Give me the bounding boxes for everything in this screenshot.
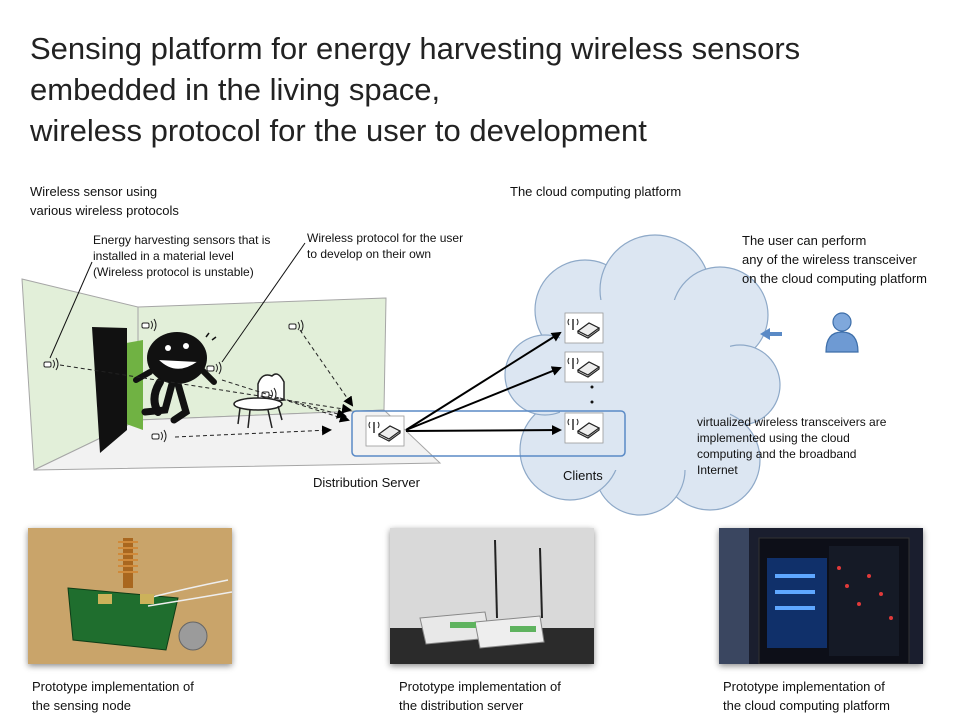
photo-distribution-server (390, 528, 594, 664)
label-wireless-protocol-user: Wireless protocol for the user to develo… (307, 231, 464, 261)
label-user-can-perform: The user can perform any of the wireless… (742, 233, 927, 286)
ellipsis-dots (590, 385, 594, 404)
caption-distribution-server: Prototype implementation of the distribu… (399, 679, 561, 713)
callout-line-wireless-protocol (221, 242, 306, 363)
label-distribution-server: Distribution Server (313, 475, 420, 490)
living-space-room (21, 278, 442, 471)
title-line-1: Sensing platform for energy harvesting w… (30, 31, 801, 66)
connection-highlight-box (351, 410, 626, 457)
door-icon (92, 327, 127, 453)
label-cloud-platform: The cloud computing platform (510, 184, 682, 199)
label-energy-harvesting: Energy harvesting sensors that is instal… (93, 233, 271, 279)
caption-cloud-platform: Prototype implementation of the cloud co… (723, 679, 890, 713)
title-line-2: embedded in the living space, (30, 72, 441, 107)
caption-sensing-node: Prototype implementation of the sensing … (32, 679, 194, 713)
label-clients: Clients (563, 468, 603, 483)
photo-cloud-platform (719, 528, 923, 664)
page-title: Sensing platform for energy harvesting w… (30, 28, 940, 151)
distribution-server-icon (365, 415, 405, 447)
person-icon (825, 312, 859, 353)
client-router-icon-2 (564, 351, 604, 383)
character-icon (133, 332, 217, 424)
client-router-icon-3 (564, 412, 604, 444)
label-wireless-sensor: Wireless sensor using various wireless p… (30, 184, 179, 218)
server-client-arrows (405, 331, 562, 436)
client-router-icon-1 (564, 312, 604, 344)
label-virtualized-transceivers: virtualized wireless transceivers are im… (697, 415, 887, 477)
user-arrow-head (760, 328, 770, 340)
callout-line-energy-harvesting (49, 261, 93, 359)
sensor-links (59, 329, 354, 438)
title-line-3: wireless protocol for the user to develo… (30, 113, 647, 148)
photo-sensing-node (28, 528, 232, 664)
